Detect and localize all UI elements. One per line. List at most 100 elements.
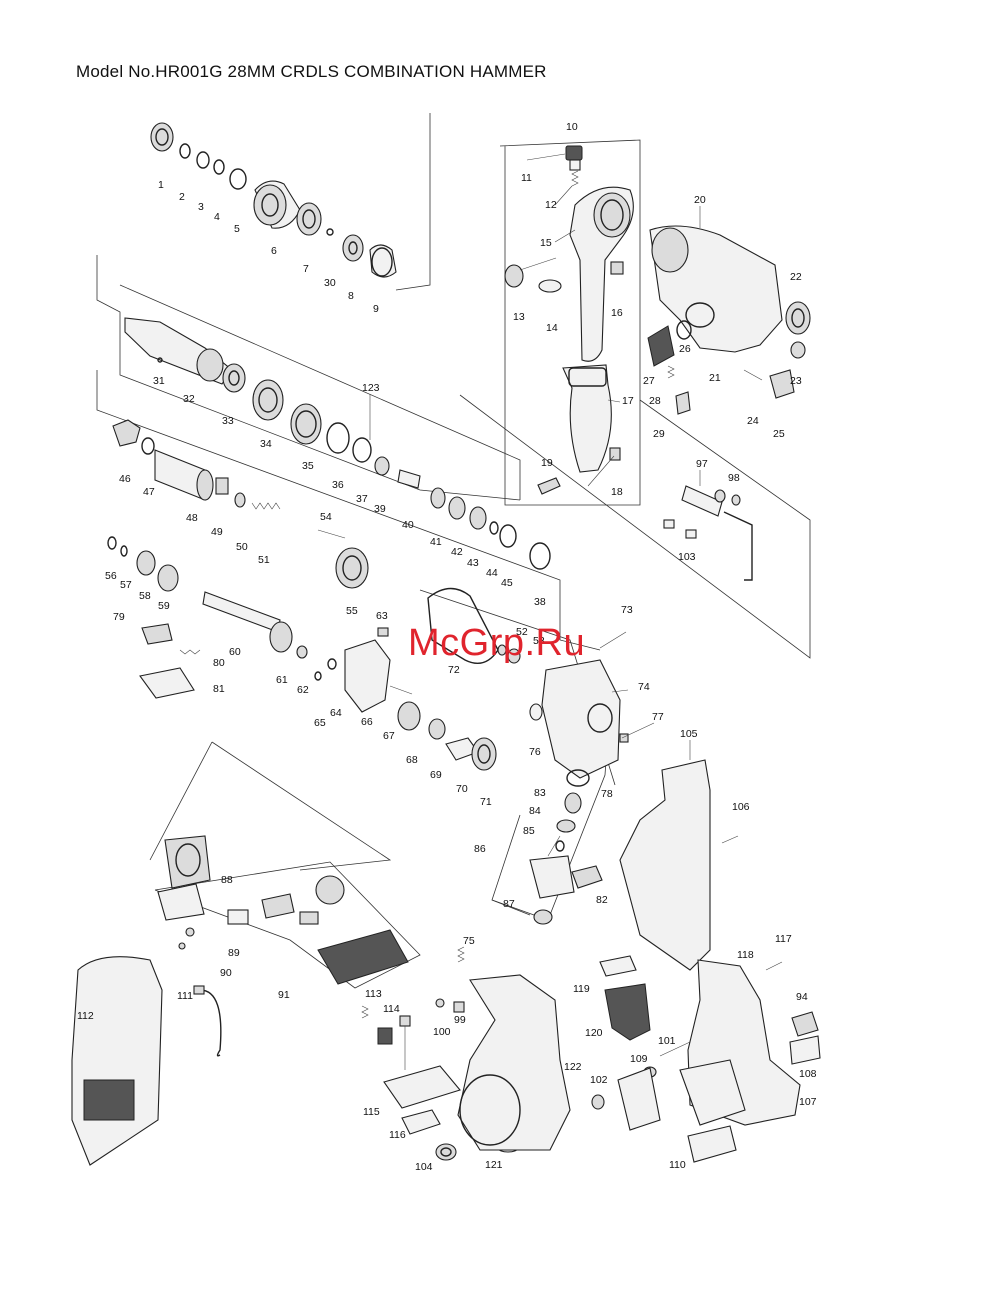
callout-104: 104	[415, 1161, 433, 1173]
part-79-80-81	[139, 623, 201, 699]
part-59	[157, 564, 179, 592]
callout-53: 53	[533, 635, 545, 647]
callout-84: 84	[529, 805, 541, 817]
part-27-block	[647, 325, 675, 367]
callout-1: 1	[158, 179, 164, 191]
part-113-114	[361, 1005, 411, 1070]
callout-63: 63	[376, 610, 388, 622]
callout-47: 47	[143, 486, 155, 498]
callout-70: 70	[456, 783, 468, 795]
part-104	[435, 1143, 457, 1161]
callout-116: 116	[389, 1129, 406, 1141]
page-title: Model No.HR001G 28MM CRDLS COMBINATION H…	[76, 62, 547, 81]
part-107-frame	[617, 1059, 746, 1131]
part-37	[352, 437, 372, 463]
callout-26: 26	[679, 343, 691, 355]
part-61	[269, 621, 293, 653]
callout-68: 68	[406, 754, 418, 766]
part-17-side-handle	[562, 364, 612, 473]
callout-31: 31	[153, 375, 165, 387]
part-117	[765, 961, 783, 971]
callout-121: 121	[485, 1159, 503, 1171]
part-103	[663, 519, 697, 539]
part-57	[120, 545, 128, 557]
callout-37: 37	[356, 493, 368, 505]
part-76	[529, 703, 543, 721]
callout-18: 18	[611, 486, 623, 498]
part-88-stator	[164, 835, 211, 889]
part-13-knob	[504, 257, 557, 288]
part-75-spring	[457, 946, 465, 963]
callout-6: 6	[271, 245, 277, 257]
callout-65: 65	[314, 717, 326, 729]
callout-87: 87	[503, 898, 515, 910]
part-49	[215, 477, 229, 495]
callout-110: 110	[669, 1159, 686, 1171]
part-33	[222, 363, 246, 393]
callout-114: 114	[383, 1003, 400, 1015]
callout-labels: 1 2 3 4 5 6 7 30 8 9 10 11 12 15 13 14 1…	[77, 121, 817, 1173]
callout-12: 12	[545, 199, 557, 211]
callout-102: 102	[590, 1074, 608, 1086]
callout-85: 85	[523, 825, 535, 837]
part-60-shaft	[202, 591, 281, 633]
callout-88: 88	[221, 874, 233, 886]
part-29	[675, 391, 691, 415]
part-51-spring	[251, 502, 281, 510]
callout-14: 14	[546, 322, 558, 334]
part-1	[150, 122, 174, 152]
part-106-screw	[721, 835, 739, 844]
callout-33: 33	[222, 415, 234, 427]
callout-76: 76	[529, 746, 541, 758]
part-115-board	[383, 1065, 461, 1109]
part-38	[529, 542, 551, 570]
part-62	[296, 645, 308, 659]
callout-105: 105	[680, 728, 698, 740]
callout-3: 3	[198, 201, 204, 213]
callout-64: 64	[330, 707, 342, 719]
callout-101: 101	[658, 1035, 676, 1047]
part-86-rotor	[529, 835, 575, 899]
callout-57: 57	[120, 579, 132, 591]
part-105-housing	[619, 759, 711, 971]
part-40	[397, 469, 421, 489]
part-46	[112, 419, 141, 447]
callout-23: 23	[790, 375, 802, 387]
callout-75: 75	[463, 935, 475, 947]
callout-7: 7	[303, 263, 309, 275]
callout-94: 94	[796, 991, 808, 1003]
part-89-90	[157, 883, 205, 950]
part-15-grip-housing	[569, 186, 634, 362]
callout-48: 48	[186, 512, 198, 524]
part-43	[469, 506, 487, 530]
callout-79: 79	[113, 611, 125, 623]
callout-28: 28	[649, 395, 661, 407]
callout-27: 27	[643, 375, 655, 387]
callout-86: 86	[474, 843, 486, 855]
callout-38: 38	[534, 596, 546, 608]
callout-78: 78	[601, 788, 613, 800]
part-67	[389, 685, 413, 695]
part-64-66	[327, 639, 391, 713]
part-12-spring	[571, 170, 579, 187]
callout-8: 8	[348, 290, 354, 302]
callout-111: 111	[177, 990, 193, 1002]
callout-34: 34	[260, 438, 272, 450]
part-97-98	[681, 485, 753, 581]
part-35	[290, 403, 322, 445]
callout-30: 30	[324, 277, 336, 289]
part-6	[253, 180, 301, 229]
part-28-spring	[667, 365, 675, 379]
callout-21: 21	[709, 372, 721, 384]
callout-97: 97	[696, 458, 708, 470]
part-102	[591, 1094, 605, 1110]
part-110	[687, 1125, 737, 1163]
callout-40: 40	[402, 519, 414, 531]
callout-20: 20	[694, 194, 706, 206]
callout-119: 119	[573, 983, 590, 995]
part-24-screw	[743, 369, 763, 381]
callout-52: 52	[516, 626, 528, 638]
part-65	[314, 671, 322, 681]
part-112-cover	[71, 956, 163, 1166]
callout-107: 107	[799, 1096, 817, 1108]
